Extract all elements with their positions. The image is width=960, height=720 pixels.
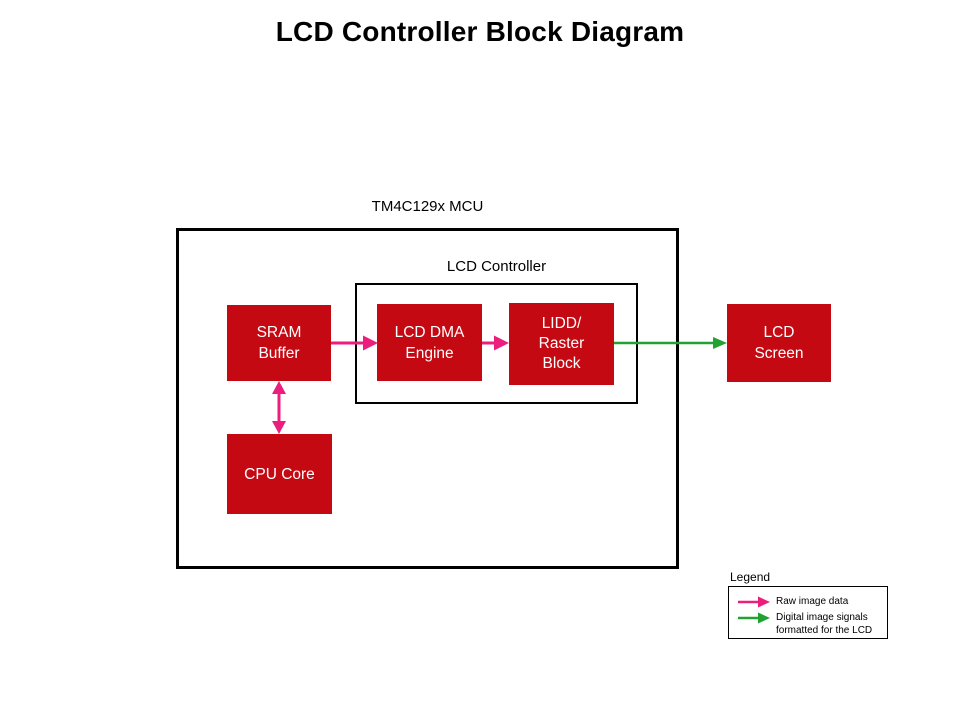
legend-box: Raw image data Digital image signals for… bbox=[728, 586, 888, 639]
legend-raw-data-arrow-icon bbox=[738, 596, 770, 608]
legend-item-digital-image-signals: Digital image signals formatted for the … bbox=[776, 612, 873, 636]
mcu-box-label: TM4C129x MCU bbox=[371, 198, 484, 215]
block-lcd-screen: LCD Screen bbox=[727, 304, 831, 382]
legend-digital-signal-arrow-icon bbox=[738, 612, 770, 624]
block-lidd-raster: LIDD/ Raster Block bbox=[509, 303, 614, 385]
block-sram-buffer: SRAM Buffer bbox=[227, 305, 331, 381]
block-cpu-core: CPU Core bbox=[227, 434, 332, 514]
page-title: LCD Controller Block Diagram bbox=[275, 16, 685, 47]
block-lcd-dma-engine: LCD DMA Engine bbox=[377, 304, 482, 381]
mcu-boundary-box bbox=[176, 228, 679, 569]
legend-item-raw-image-data: Raw image data bbox=[776, 596, 849, 607]
legend-title: Legend bbox=[730, 570, 771, 584]
lcd-controller-label: LCD Controller bbox=[446, 258, 547, 275]
